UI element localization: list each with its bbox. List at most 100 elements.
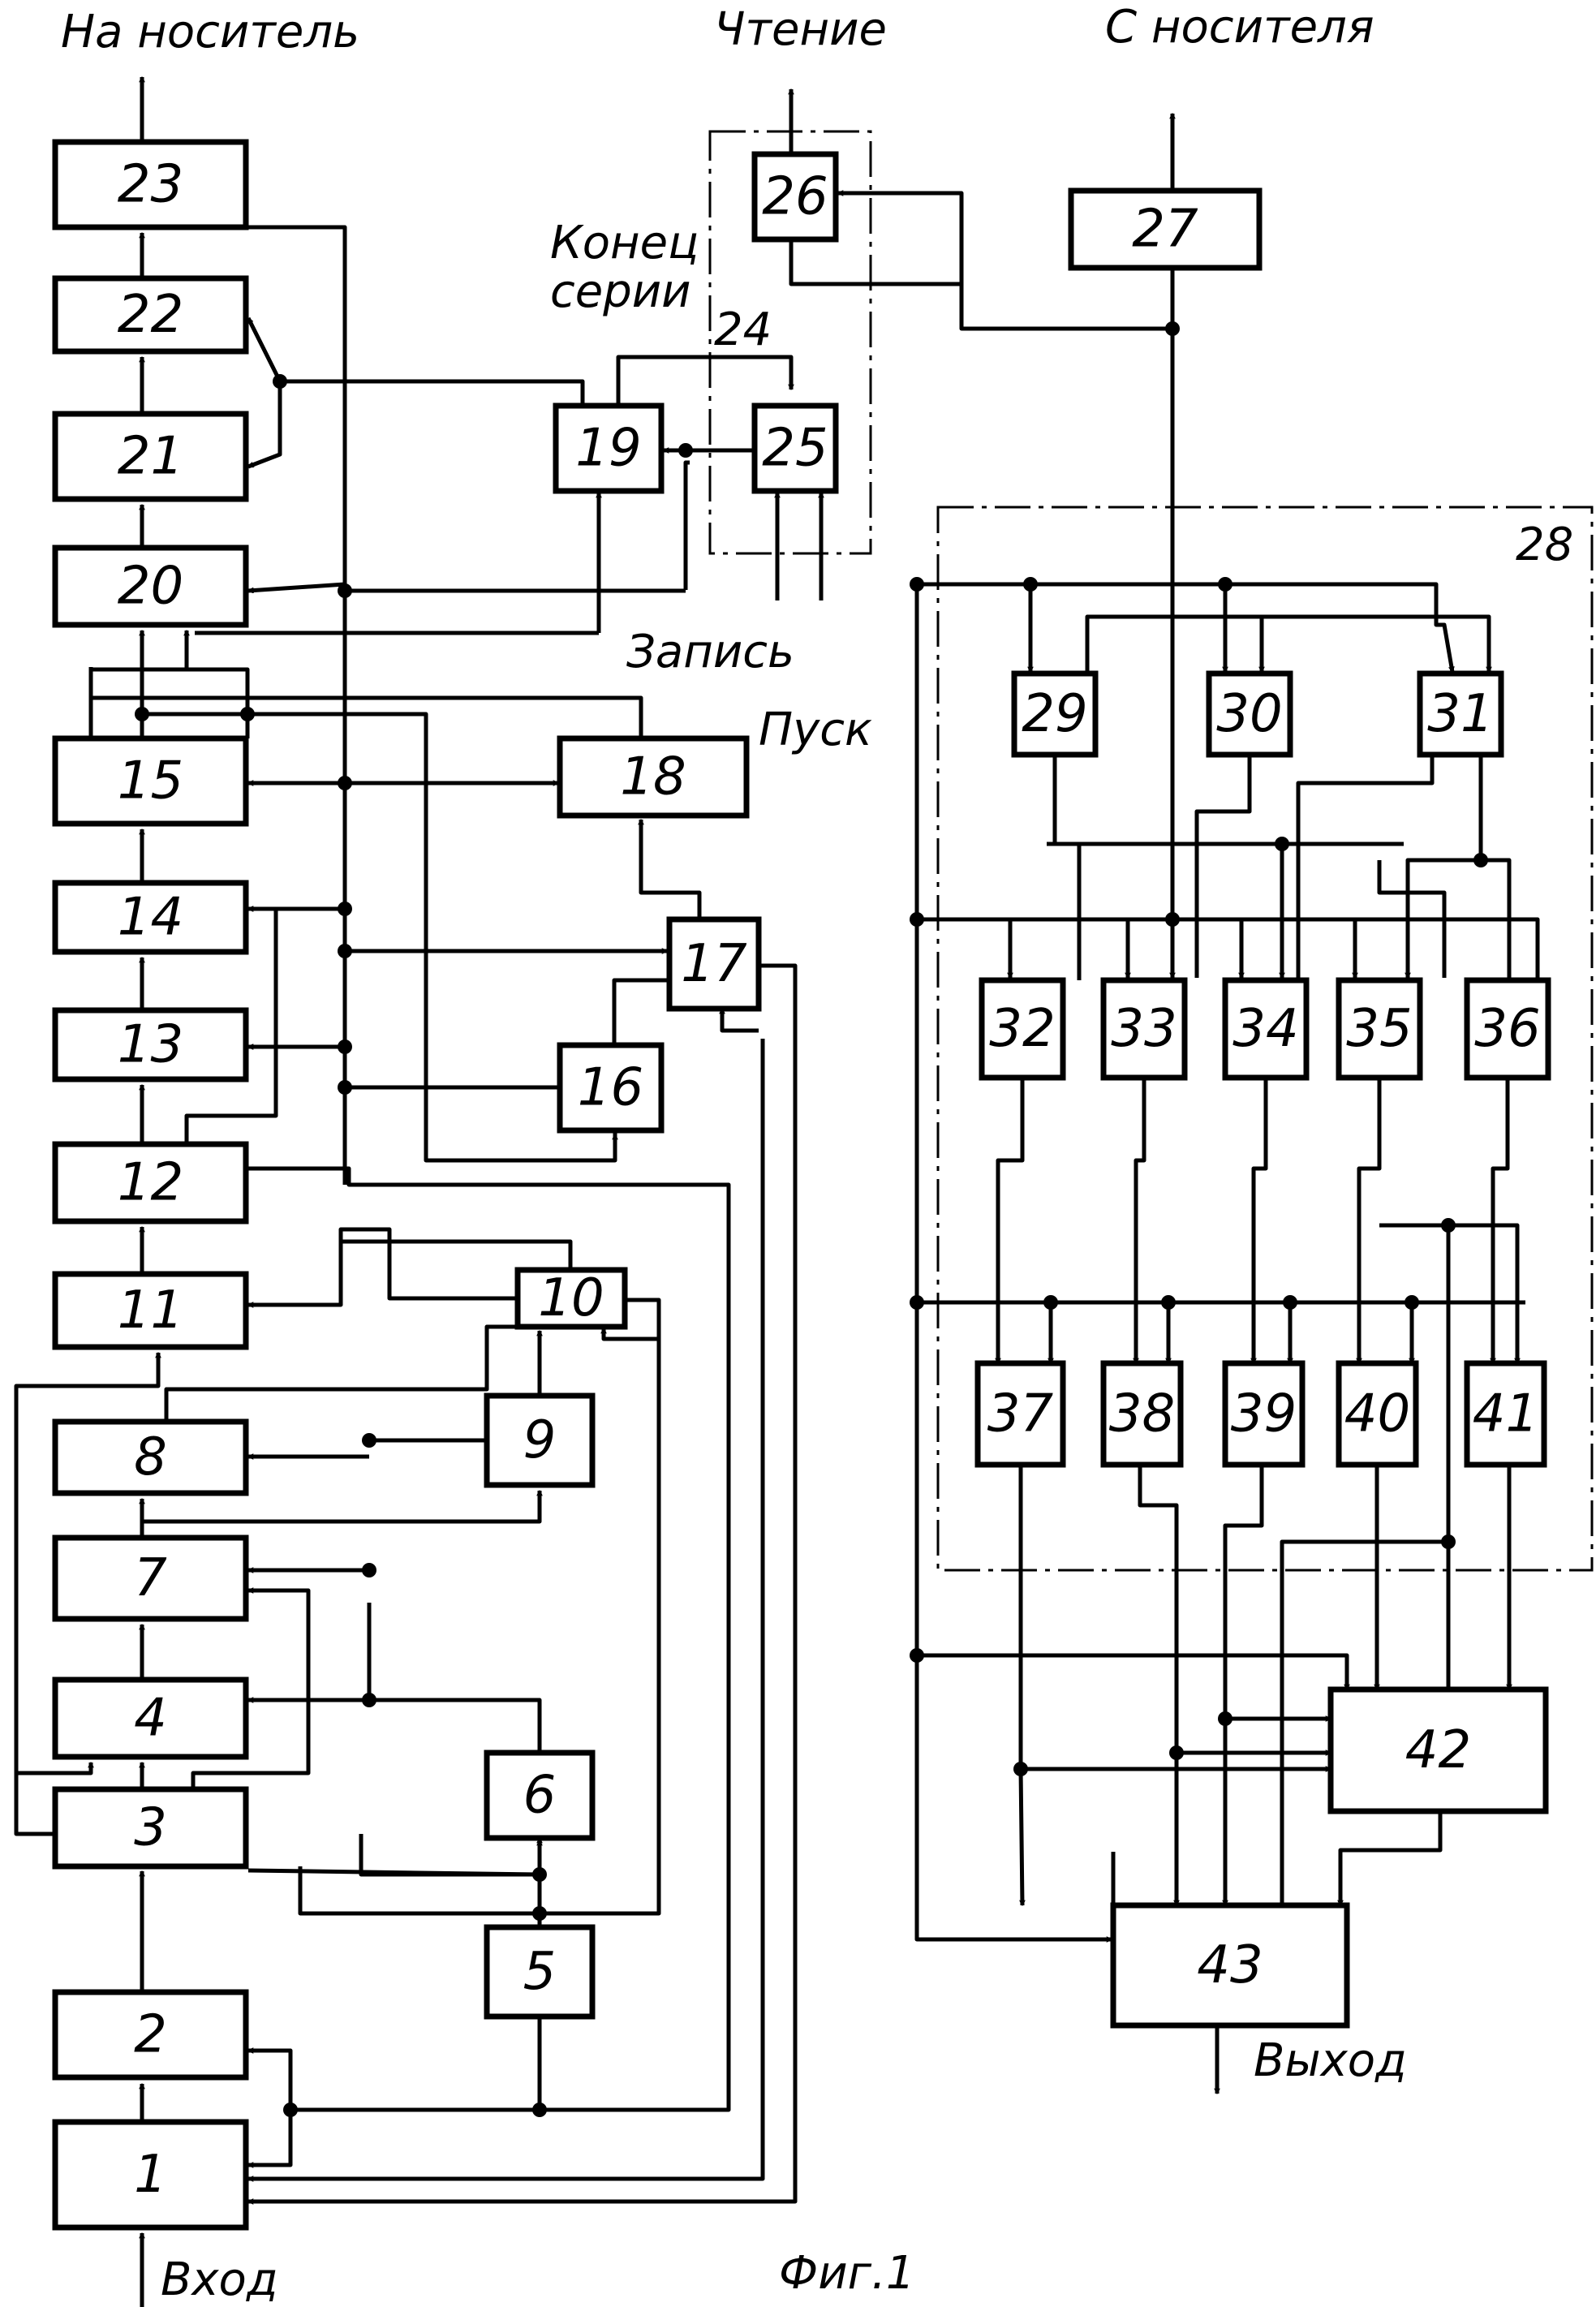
block-37-label: 37: [987, 1384, 1054, 1444]
label-from-medium: С носителя: [1105, 1, 1374, 54]
block-42: 42: [1331, 1689, 1546, 1811]
junction-dot-2: [338, 1039, 352, 1054]
wire-56: [91, 631, 187, 669]
label-output: Выход: [1254, 2034, 1407, 2087]
block-40: 40: [1339, 1363, 1416, 1465]
block-32: 32: [982, 980, 1063, 1078]
wire-99: [1254, 1078, 1266, 1363]
label-write: Запись: [626, 626, 794, 678]
block-10-label: 10: [538, 1268, 604, 1328]
junction-dot-29: [1169, 1745, 1184, 1760]
wire-35: [248, 2110, 290, 2165]
junction-dot-28: [1013, 1762, 1028, 1776]
label-figure: Фиг.1: [779, 2247, 914, 2300]
label-end-series-2: серии: [550, 265, 691, 318]
block-4-label: 4: [134, 1689, 167, 1749]
block-22-label: 22: [118, 285, 183, 345]
block-6: 6: [487, 1753, 592, 1838]
junction-dot-18: [910, 577, 924, 592]
junction-dot-27: [1441, 1534, 1456, 1549]
block-37: 37: [978, 1363, 1063, 1465]
block-43-label: 43: [1197, 1935, 1263, 1995]
junction-dot-30: [1218, 1711, 1232, 1726]
block-21: 21: [55, 414, 246, 499]
block-9-label: 9: [523, 1410, 557, 1470]
block-33-label: 33: [1111, 999, 1177, 1059]
block-4: 4: [55, 1680, 246, 1757]
block-5-label: 5: [523, 1942, 557, 2002]
wire-115: [1225, 1465, 1262, 1905]
block-26-label: 26: [762, 167, 828, 227]
block-17-label: 17: [681, 934, 747, 994]
block-41-label: 41: [1473, 1384, 1538, 1444]
block-36: 36: [1467, 980, 1548, 1078]
block-41: 41: [1467, 1363, 1544, 1465]
junction-dot-9: [532, 1906, 547, 1921]
block-25-label: 25: [762, 419, 828, 479]
wire-38: [341, 1242, 570, 1270]
block-36-label: 36: [1474, 999, 1540, 1059]
wire-29: [248, 1870, 540, 1874]
junction-dot-10: [283, 2103, 298, 2117]
label-end-series-1: Конец: [550, 217, 699, 269]
junction-dot-4: [338, 776, 352, 790]
junction-dot-14: [273, 374, 287, 389]
block-14: 14: [55, 883, 246, 952]
block-25: 25: [755, 406, 836, 491]
wire-62: [248, 318, 280, 381]
wire-111: [1021, 1465, 1022, 1905]
wire-73: [838, 193, 961, 329]
wire-52: [614, 980, 667, 1045]
block-40-label: 40: [1344, 1384, 1410, 1444]
block-39: 39: [1225, 1363, 1302, 1465]
wire-30: [300, 1300, 659, 1913]
junction-dot-0: [338, 902, 352, 916]
junction-dot-22: [910, 1295, 924, 1310]
block-30-label: 30: [1216, 684, 1282, 744]
block-27: 27: [1071, 191, 1259, 268]
block-11-label: 11: [118, 1280, 183, 1341]
block-7: 7: [55, 1538, 246, 1619]
label-input: Вход: [161, 2253, 278, 2306]
wire-43: [248, 584, 345, 1185]
block-5: 5: [487, 1927, 592, 2016]
junction-dots: [135, 321, 1488, 2117]
block-38-label: 38: [1109, 1384, 1175, 1444]
block-8-label: 8: [134, 1427, 167, 1487]
label-read: Чтение: [714, 3, 887, 56]
block-18-label: 18: [620, 747, 686, 807]
junction-dot-7: [362, 1693, 376, 1707]
wire-41: [722, 1009, 759, 1031]
block-20-label: 20: [118, 557, 183, 617]
junction-dot-1: [338, 944, 352, 958]
junction-dot-20: [1218, 577, 1232, 592]
wire-31: [604, 1328, 659, 1339]
block-39-label: 39: [1231, 1384, 1297, 1444]
junction-dot-21: [910, 912, 924, 927]
block-34-label: 34: [1232, 999, 1298, 1059]
block-19-label: 19: [575, 419, 641, 479]
wire-64: [618, 357, 791, 406]
block-11: 11: [55, 1274, 246, 1347]
block-3: 3: [55, 1789, 246, 1866]
block-21-label: 21: [118, 427, 183, 487]
block-12-label: 12: [118, 1153, 183, 1213]
wire-101: [1493, 1078, 1508, 1363]
block-38: 38: [1103, 1363, 1181, 1465]
wire-55: [91, 669, 247, 738]
wire-97: [998, 1078, 1022, 1363]
block-22: 22: [55, 278, 246, 351]
block-15-label: 15: [118, 751, 183, 811]
label-group-28: 28: [1516, 519, 1573, 571]
block-19: 19: [556, 406, 661, 491]
junction-dot-8: [532, 1867, 547, 1882]
junction-dot-26: [1441, 1218, 1456, 1233]
label-to-medium: На носитель: [61, 6, 359, 58]
wire-61: [248, 381, 280, 467]
block-1: 1: [55, 2122, 246, 2227]
junction-dot-5: [362, 1433, 376, 1448]
block-31: 31: [1420, 674, 1501, 755]
block-31-label: 31: [1427, 684, 1493, 744]
block-13-label: 13: [118, 1015, 183, 1075]
wire-89: [1055, 755, 1079, 980]
